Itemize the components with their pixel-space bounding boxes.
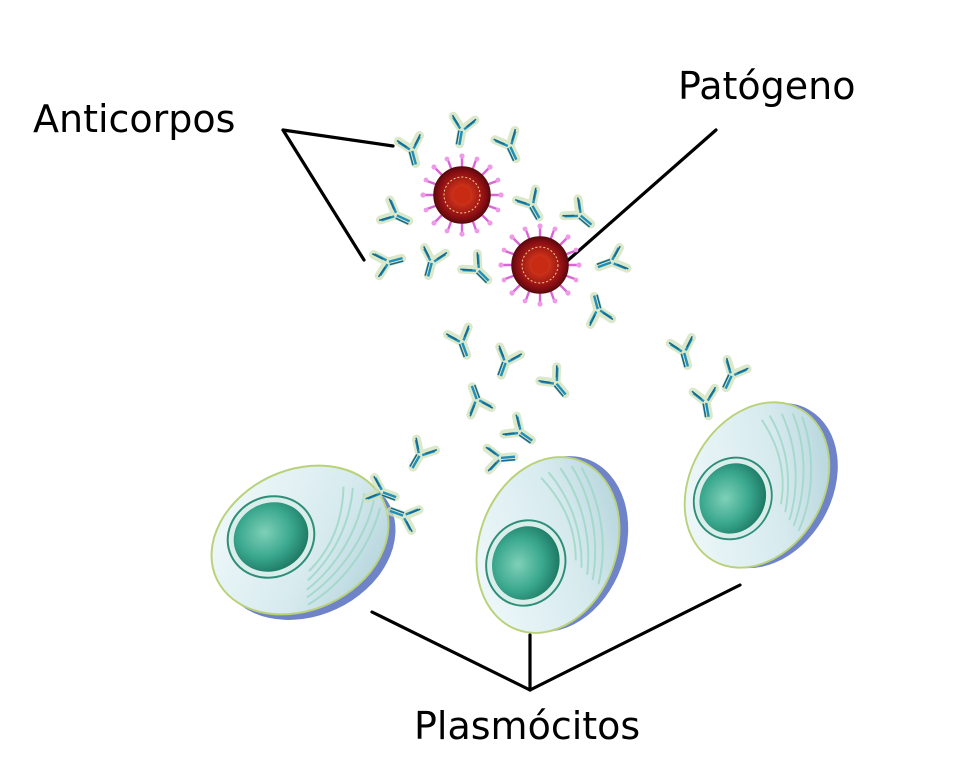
pathogen-label: Patógeno (678, 64, 856, 108)
leader-lines (281, 128, 742, 692)
plasma-cell-middle (451, 432, 653, 657)
antibodies-label: Anticorpos (33, 97, 236, 141)
plasma-cells-label: Plasmócitos (414, 704, 641, 748)
pathogen-2 (497, 222, 583, 308)
pathogen-1 (419, 152, 505, 238)
plasma-cell-right (654, 371, 868, 599)
